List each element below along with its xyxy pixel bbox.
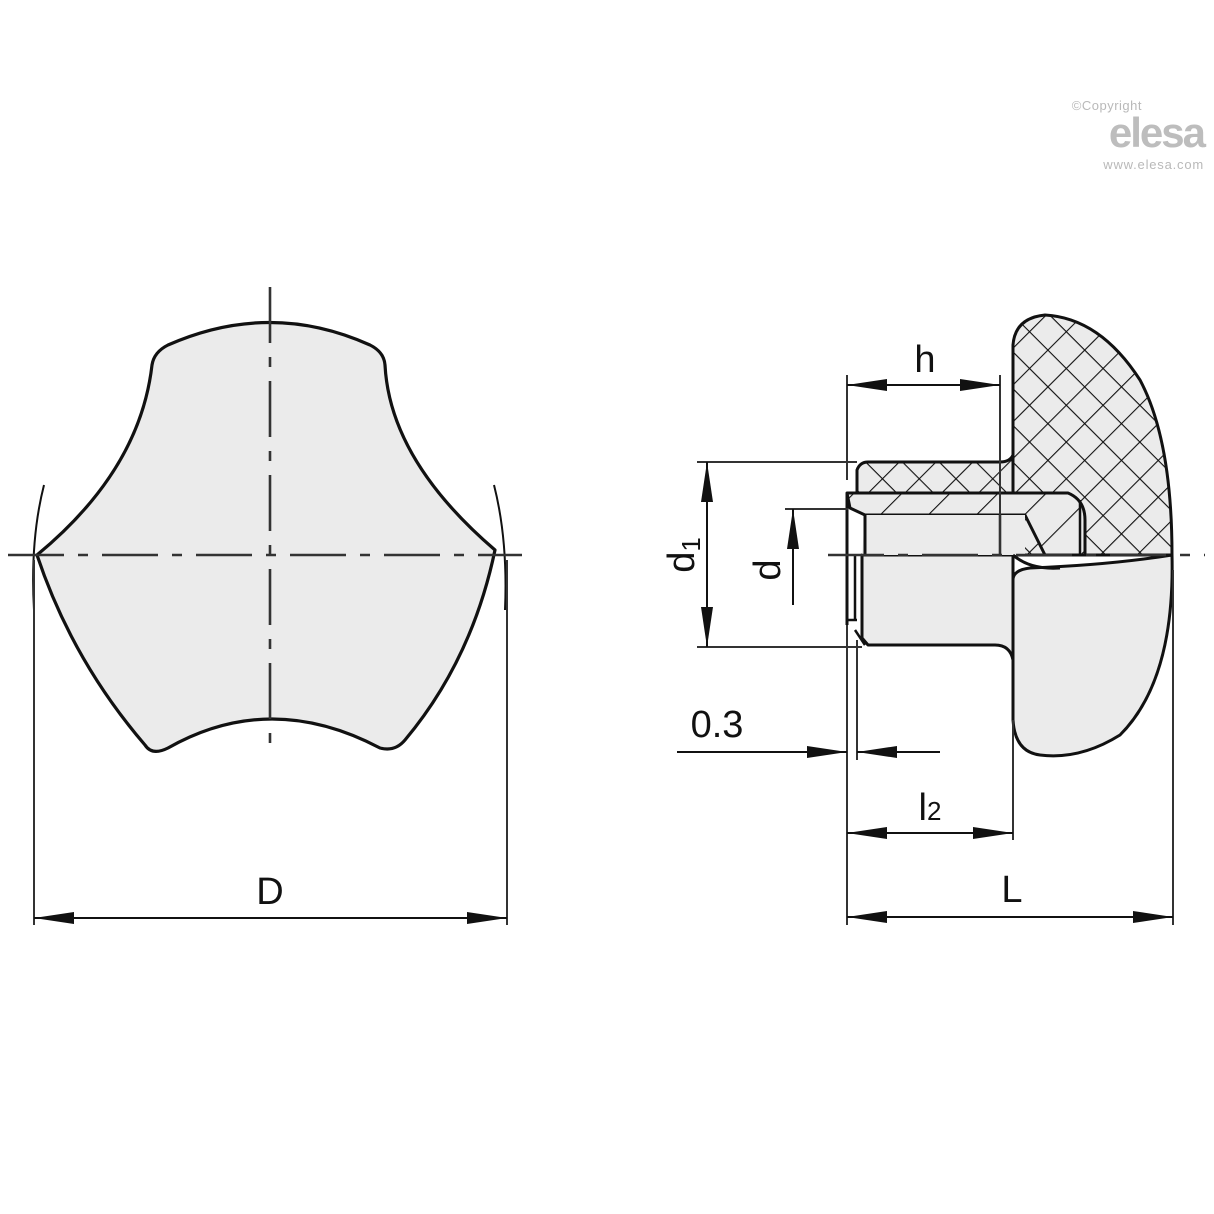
diameter-arc-right: [493, 484, 507, 611]
website-url: www.elesa.com: [1103, 157, 1204, 172]
shank-bottom-chamfer: [853, 629, 867, 646]
dimension-label-D: D: [256, 871, 283, 913]
shank-lower: [860, 553, 1015, 662]
dimension-label-d1: d1: [661, 537, 706, 573]
elesa-logo: elesa: [1108, 109, 1206, 156]
knob-front-outline: [35, 320, 497, 753]
dimension-label-h: h: [914, 339, 935, 381]
front-view: D: [8, 287, 522, 925]
dimension-label-d: d: [747, 559, 789, 580]
svg-text:d1: d1: [661, 537, 706, 573]
shank-section: [855, 453, 1015, 495]
dimension-label-0-3: 0.3: [691, 704, 744, 746]
bore-upper: [862, 515, 1025, 555]
svg-text:d: d: [747, 559, 789, 580]
knob-head-lower: [1011, 553, 1174, 758]
dimension-label-l2: l2: [919, 787, 942, 829]
side-view: h d1 d 0.3 l2 L: [661, 313, 1205, 925]
dimension-label-L: L: [1001, 869, 1022, 911]
elesa-watermark: ©Copyright elesa www.elesa.com: [1054, 98, 1206, 172]
section-boundary: [1012, 553, 1061, 570]
copyright-text: ©Copyright: [1071, 98, 1142, 113]
